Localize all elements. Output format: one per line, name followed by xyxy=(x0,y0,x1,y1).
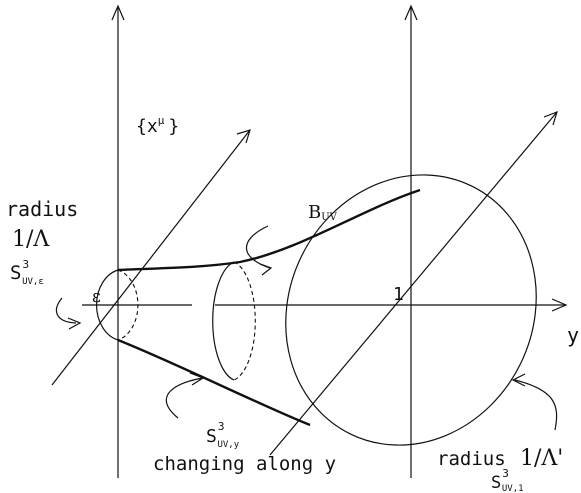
callout-arrowhead-s-eps xyxy=(67,317,82,330)
left-diagonal-axis xyxy=(51,129,251,386)
large-disk-at-one xyxy=(285,174,537,446)
right-vertical-arrowhead xyxy=(404,4,418,21)
y-axis-label: y xyxy=(567,323,579,347)
small-disk-back-edge xyxy=(117,269,139,341)
middle-slice-front-edge xyxy=(212,261,235,381)
inv-lambda-label: 1/Λ xyxy=(12,227,50,252)
callout-arrow-s-1 xyxy=(514,379,558,431)
coords-label: {xμ} xyxy=(136,114,179,137)
left-vertical-arrowhead xyxy=(111,4,125,21)
one-label: 1 xyxy=(393,284,404,305)
callout-arrow-s-y xyxy=(165,377,204,419)
right-diagonal-arrowhead xyxy=(543,110,558,126)
radius-left-label: radius xyxy=(6,197,78,221)
callout-arrowhead-b-uv xyxy=(259,263,273,276)
epsilon-label: ε xyxy=(92,287,101,307)
lower-boundary-curve xyxy=(117,338,311,427)
changing-along-label: changing along y xyxy=(153,453,336,475)
left-diagonal-arrowhead xyxy=(236,129,251,144)
radius-right-label: radius xyxy=(437,448,506,470)
upper-boundary-curve xyxy=(117,188,421,272)
middle-slice-back-edge xyxy=(233,261,256,381)
inv-lambda-prime-label: 1/Λ' xyxy=(520,446,563,471)
y-axis-arrowhead xyxy=(551,298,568,312)
b-uv-label: BUV xyxy=(308,202,338,223)
callout-arrow-b-uv xyxy=(245,225,271,269)
callout-arrowhead-s-1 xyxy=(511,373,526,387)
callout-arrowhead-s-y xyxy=(189,372,205,386)
small-disk-front-edge xyxy=(95,269,119,341)
right-diagonal-axis xyxy=(269,111,558,456)
callout-arrow-s-eps xyxy=(55,297,77,324)
